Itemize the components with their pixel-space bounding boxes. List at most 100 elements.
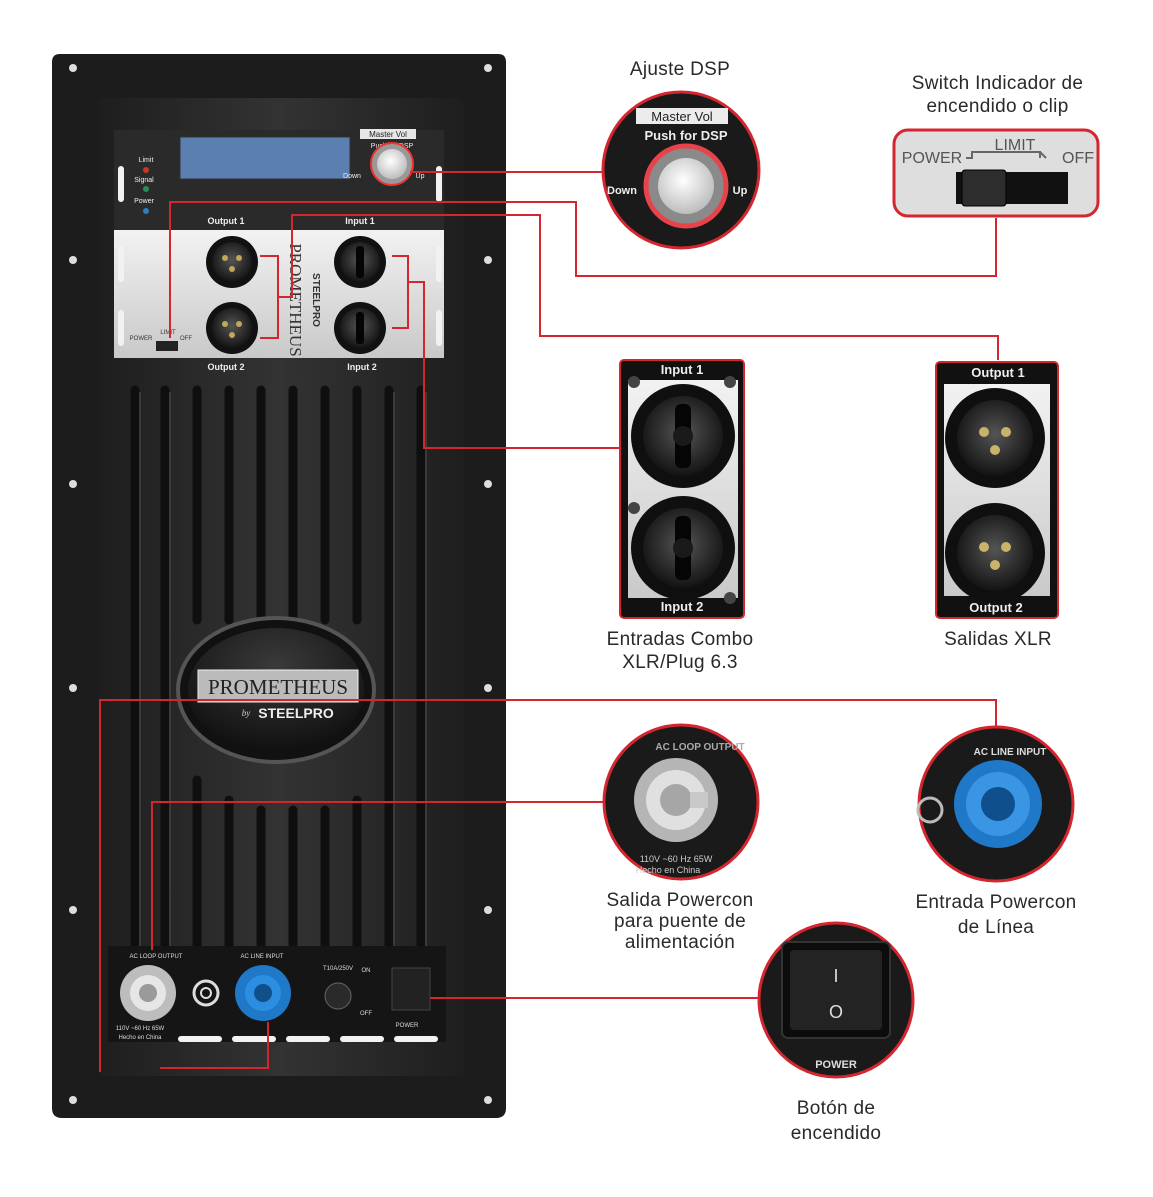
- lcd-display: [179, 136, 351, 180]
- callout-dsp-line1: Ajuste DSP: [629, 59, 731, 80]
- zoom-loop-rating: 110V ~60 Hz 65W: [640, 854, 713, 864]
- master-vol-label: Master Vol: [369, 130, 407, 139]
- callout-inputs: Entradas Combo XLR/Plug 6.3: [585, 628, 775, 674]
- panel-combo-input2-icon[interactable]: [334, 302, 386, 354]
- knob-down-label: Down: [343, 173, 361, 180]
- panel-rating: 110V ~60 Hz 65W: [116, 1026, 165, 1032]
- leader-lines: [99, 171, 999, 1072]
- callout-switch-line1: Switch Indicador de: [911, 73, 1084, 94]
- panel-slots: [118, 166, 442, 346]
- callout-power-button: Botón de encendido: [756, 1096, 916, 1146]
- leader-switch: [169, 201, 997, 338]
- zoom-output1-label: Output 1: [971, 365, 1024, 380]
- callout-powercon-out-line2: para puente de: [613, 911, 747, 932]
- zoom-switch: POWER LIMIT OFF: [892, 128, 1100, 218]
- panel-vertical-brand: PROMETHEUS: [286, 243, 305, 356]
- panel-logo-mark-icon: [192, 979, 220, 1007]
- zoom-ac-line-label: AC LINE INPUT: [974, 747, 1047, 758]
- heatsink-fins: [130, 385, 426, 955]
- knob-up-label: Up: [416, 173, 425, 180]
- panel-limit-switch-icon[interactable]: [156, 341, 178, 351]
- zoom-up: Up: [733, 185, 748, 197]
- panel-input1-label: Input 1: [345, 216, 375, 226]
- leader-powercon-out: [151, 801, 604, 950]
- zoom-inputs: Input 1 Input 2: [619, 359, 745, 619]
- callout-powercon-out-line3: alimentación: [624, 932, 736, 953]
- panel-fuse-label: T10A/250V: [323, 966, 353, 972]
- heatsink-fin-highlights: [139, 392, 427, 948]
- zoom-btn-power: POWER: [815, 1059, 857, 1071]
- panel-on-label: ON: [362, 968, 371, 974]
- zoom-xlr2-icon: [945, 503, 1045, 603]
- zoom-btn-i: I: [833, 966, 838, 986]
- master-vol-tag: [360, 129, 416, 139]
- logo-by: by: [242, 708, 251, 718]
- fuse-holder-icon: [324, 982, 352, 1010]
- amplifier-panel: Limit Signal Power Master Vol Push for D…: [52, 54, 506, 1118]
- panel-switch-off-label: OFF: [180, 336, 192, 342]
- panel-ac-line-label: AC LINE INPUT: [240, 954, 283, 960]
- callout-inputs-line2: XLR/Plug 6.3: [622, 652, 738, 673]
- led-limit-icon: [143, 167, 149, 173]
- callout-powercon-in: Entrada Powercon de Línea: [896, 890, 1096, 940]
- panel-vertical-maker: STEELPRO: [310, 273, 321, 327]
- callout-outputs: Salidas XLR: [910, 628, 1086, 651]
- zoom-master-vol: Master Vol: [651, 109, 713, 124]
- leader-powercon-in: [99, 699, 997, 1072]
- mounting-holes: [69, 64, 492, 1104]
- logo-maker: STEELPRO: [258, 705, 334, 721]
- dsp-knob-cap: [377, 149, 407, 179]
- zoom-outputs: Output 1 Output 2: [935, 361, 1059, 619]
- zoom-powercon-out: AC LOOP OUTPUT 110V ~60 Hz 65W Hecho en …: [602, 723, 760, 881]
- callout-dsp: Ajuste DSP: [600, 58, 760, 81]
- zoom-down: Down: [607, 185, 637, 197]
- zoom-output2-label: Output 2: [969, 600, 1022, 615]
- led-limit-label: Limit: [139, 157, 154, 164]
- panel-powercon-in-icon[interactable]: [235, 965, 291, 1021]
- zoom-switch-power: POWER: [902, 150, 962, 167]
- callout-switch: Switch Indicador de encendido o clip: [880, 72, 1115, 118]
- zoom-powercon-in: AC LINE INPUT: [916, 725, 1075, 883]
- led-signal-label: Signal: [134, 177, 154, 184]
- callout-power-button-line2: encendido: [790, 1123, 882, 1144]
- leader-inputs: [408, 281, 620, 449]
- panel-xlr-output1-icon[interactable]: [206, 236, 258, 288]
- callout-inputs-line1: Entradas Combo: [606, 629, 754, 650]
- zoom-btn-o: O: [829, 1002, 843, 1022]
- panel-combo-input1-icon[interactable]: [334, 236, 386, 288]
- status-leds: Limit Signal Power: [134, 157, 155, 214]
- zoom-switch-handle-icon: [961, 169, 1007, 207]
- panel-powercon-out-icon[interactable]: [120, 965, 176, 1021]
- callout-power-button-line1: Botón de: [796, 1098, 876, 1119]
- callout-outputs-line1: Salidas XLR: [944, 629, 1052, 650]
- panel-switch-power-label: POWER: [130, 336, 153, 342]
- panel-input2-label: Input 2: [347, 362, 377, 372]
- zoom-combo1-icon: [631, 384, 735, 488]
- panel-ac-loop-label: AC LOOP OUTPUT: [130, 954, 183, 960]
- led-signal-icon: [143, 186, 149, 192]
- callout-powercon-in-line2: de Línea: [957, 917, 1035, 938]
- logo-brand: PROMETHEUS: [208, 675, 348, 699]
- panel-switch-limit-label: LIMIT: [160, 330, 176, 336]
- zoom-push-dsp: Push for DSP: [644, 128, 727, 143]
- zoom-combo2-icon: [631, 496, 735, 600]
- panel-xlr-output2-icon[interactable]: [206, 302, 258, 354]
- zoom-power-button: I O POWER: [757, 921, 915, 1079]
- panel-power-switch-icon[interactable]: [391, 967, 431, 1011]
- callout-powercon-out-line1: Salida Powercon: [606, 890, 754, 911]
- leader-outputs: [278, 214, 999, 360]
- panel-off-label: OFF: [360, 1011, 372, 1017]
- panel-power-label: POWER: [396, 1023, 419, 1029]
- power-section-slots: [178, 1036, 438, 1042]
- led-power-icon: [143, 208, 149, 214]
- callout-switch-line2: encendido o clip: [926, 96, 1069, 117]
- callout-powercon-out: Salida Powercon para puente de alimentac…: [585, 890, 775, 953]
- zoom-xlr1-icon: [945, 388, 1045, 488]
- callout-powercon-in-line1: Entrada Powercon: [915, 892, 1077, 913]
- led-power-label: Power: [134, 198, 155, 205]
- zoom-loop-made: Hecho en China: [636, 865, 701, 875]
- zoom-switch-off: OFF: [1062, 150, 1094, 167]
- panel-made: Hecho en China: [118, 1035, 162, 1041]
